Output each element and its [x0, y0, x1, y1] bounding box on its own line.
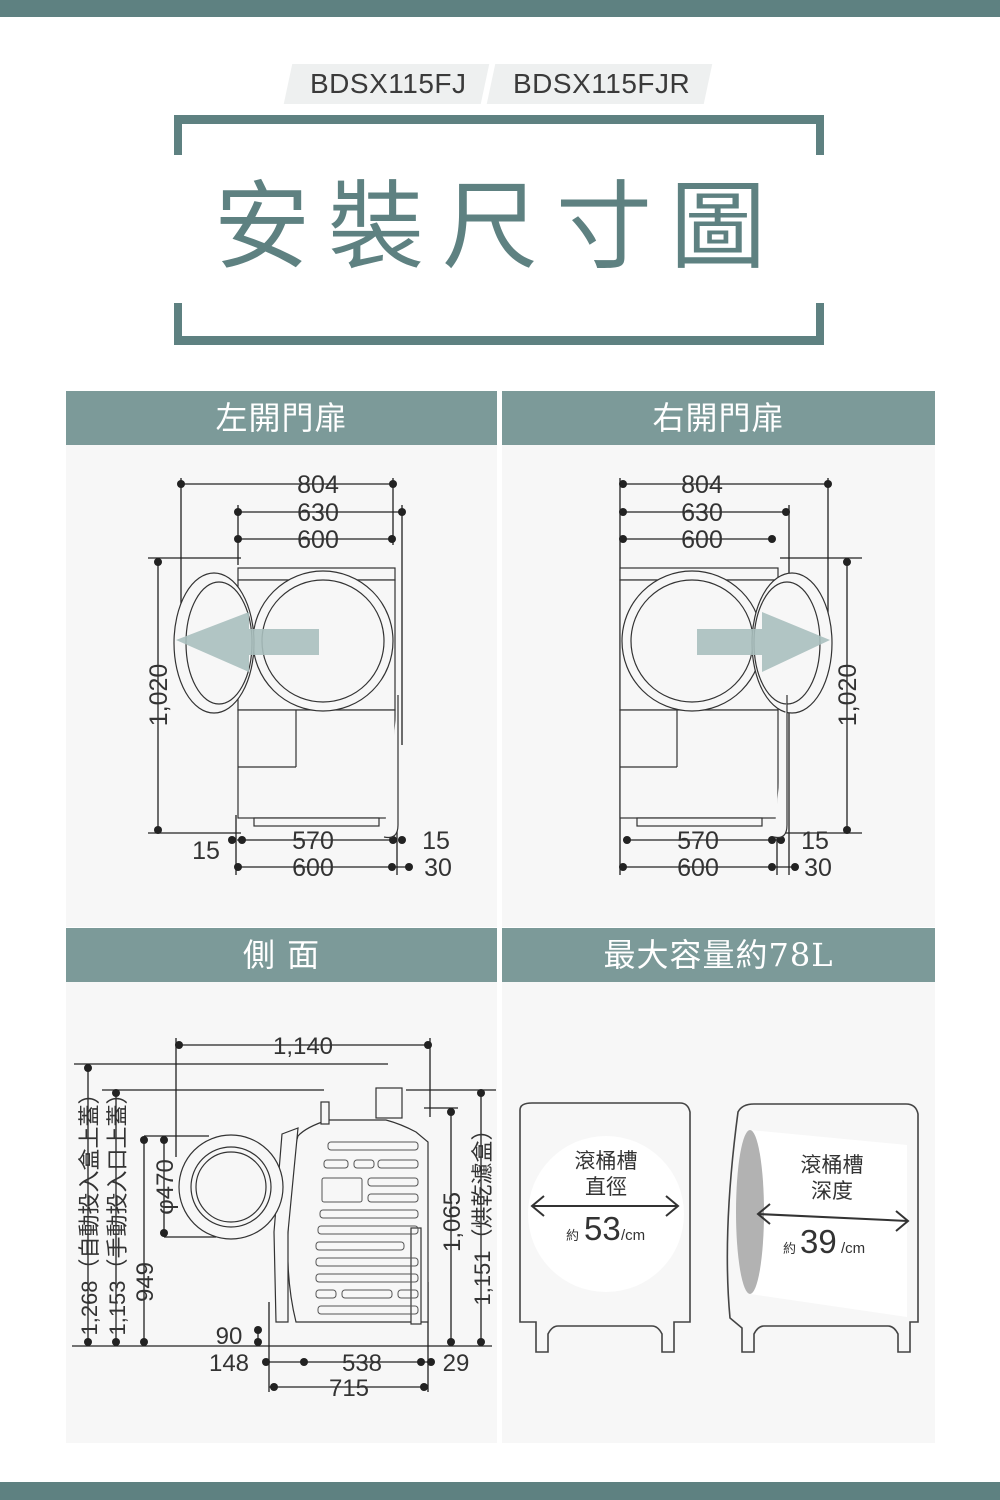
- drum-diameter-prefix: 約: [566, 1228, 579, 1243]
- dim-rear-offset: 29: [443, 1350, 470, 1377]
- door-swing-arrow: [176, 612, 319, 672]
- dim-hose-offset: 30: [804, 854, 832, 882]
- dim-door-diameter: φ470: [152, 1159, 179, 1215]
- door-swing-arrow: [697, 612, 830, 672]
- bottom-accent-bar: [0, 1482, 1000, 1500]
- dim-hose-offset: 30: [424, 854, 452, 882]
- dim-overall-width: 804: [681, 471, 723, 499]
- frame-tr: [816, 115, 824, 155]
- dim-height: 1,020: [145, 664, 173, 727]
- dim-base-left: 15: [192, 837, 220, 865]
- model-name: BDSX115FJR: [512, 68, 690, 99]
- dim-feet-width: 570: [292, 827, 334, 855]
- dim-floor-clearance: 90: [216, 1323, 243, 1350]
- frame-bl: [174, 303, 182, 345]
- dim-base-width: 600: [677, 854, 719, 882]
- capacity-diagram: 滾桶槽 直徑 滾桶槽 深度 約 53 /cm 約 39 /cm: [519, 1102, 919, 1353]
- dim-with-hose: 630: [297, 499, 339, 527]
- dim-overall-width: 804: [297, 471, 339, 499]
- dim-right-offset: 15: [801, 827, 829, 855]
- dim-base-width: 600: [292, 854, 334, 882]
- drum-diameter-unit: /cm: [621, 1227, 645, 1244]
- side-diagram: 1,140 90 148 538 29 715 1,268（自動投入盒上蓋） 1…: [72, 1033, 496, 1402]
- title-frame: 安裝尺寸圖: [174, 115, 824, 345]
- dim-h-filter: 1,151（烘乾濾盒）: [470, 1118, 495, 1305]
- frame-tl: [174, 115, 182, 155]
- drum-depth-value: 39: [800, 1223, 837, 1260]
- top-accent-bar: [0, 0, 1000, 17]
- right-door-diagram: 804 630 600 570 600 15 30 1,020: [619, 471, 862, 882]
- frame-top: [174, 115, 824, 124]
- dim-feet-depth: 538: [342, 1350, 382, 1377]
- panel-left-door: 左開門扉: [66, 391, 497, 927]
- left-door-diagram: 804 630 600 15 570 600 15 30 1,020: [145, 471, 452, 882]
- drum-depth-prefix: 約: [783, 1241, 796, 1256]
- model-tag-1: BDSX115FJ: [283, 64, 489, 104]
- dim-depth-door-open: 1,140: [273, 1033, 333, 1060]
- dim-height: 1,020: [834, 664, 862, 727]
- panel-side: 側 面: [66, 928, 497, 1443]
- panel-title: 左開門扉: [66, 391, 497, 445]
- dim-body-width: 600: [297, 526, 339, 554]
- dim-front-offset: 148: [209, 1350, 249, 1377]
- frame-bottom: [174, 336, 824, 345]
- drum-diameter-label-1: 滾桶槽: [575, 1150, 638, 1173]
- dim-door-center: 949: [132, 1262, 159, 1302]
- drum-face: [528, 1136, 684, 1292]
- dim-feet-width: 570: [677, 827, 719, 855]
- frame-br: [816, 303, 824, 345]
- model-name: BDSX115FJ: [310, 68, 467, 99]
- model-tag-2: BDSX115FJR: [486, 64, 712, 104]
- panel-right-door: 右開門扉 804: [502, 391, 935, 927]
- drum-depth-unit: /cm: [841, 1240, 865, 1257]
- depth-arrow: [757, 1213, 909, 1222]
- dim-h-top: 1,065: [439, 1192, 466, 1252]
- panel-title: 最大容量約78L: [502, 928, 935, 982]
- dim-with-hose: 630: [681, 499, 723, 527]
- dim-body-depth: 715: [329, 1375, 369, 1402]
- dim-right-offset: 15: [422, 827, 450, 855]
- dim-body-width: 600: [681, 526, 723, 554]
- drum-depth-label-1: 滾桶槽: [801, 1154, 864, 1177]
- drum-diameter-label-2: 直徑: [585, 1176, 627, 1199]
- drum-depth-label-2: 深度: [811, 1180, 853, 1203]
- page-title: 安裝尺寸圖: [214, 171, 784, 283]
- drum-opening: [736, 1130, 764, 1294]
- dim-h-manual-lid: 1,153（手動投入口上蓋）: [105, 1082, 130, 1335]
- model-tags: BDSX115FJ BDSX115FJR: [283, 64, 714, 104]
- panel-title: 側 面: [66, 928, 497, 982]
- dim-h-auto-lid: 1,268（自動投入盒上蓋）: [77, 1082, 102, 1335]
- panel-capacity: 最大容量約78L 滾桶槽 直徑 滾桶槽 深度 約 53 /cm 約 39 /cm: [502, 928, 935, 1443]
- drum-diameter-value: 53: [584, 1210, 621, 1247]
- panel-title: 右開門扉: [502, 391, 935, 445]
- drum-body: [750, 1130, 907, 1317]
